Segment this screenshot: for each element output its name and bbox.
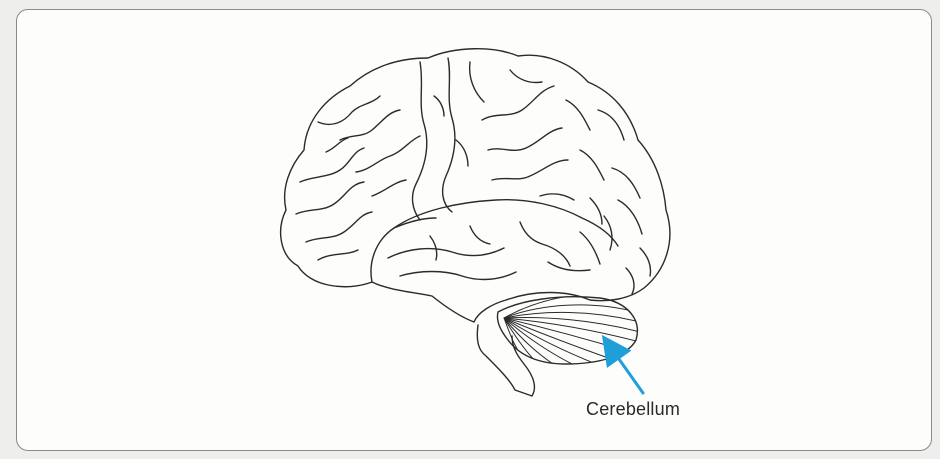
lateral-fissure [371,200,618,282]
cerebellum-label: Cerebellum [586,399,680,420]
cerebellum-pointer-arrow [614,352,643,393]
